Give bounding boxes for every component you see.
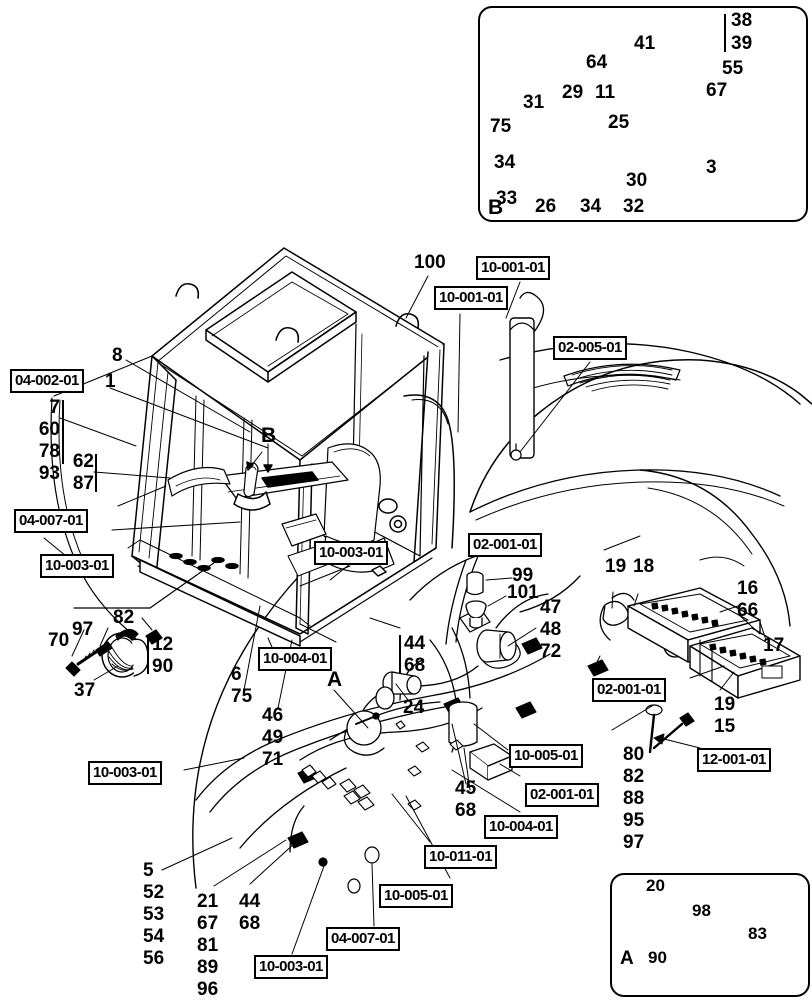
bracket-38-39: [724, 14, 726, 52]
cab-frame: [50, 247, 455, 647]
ref-10-001-01-b[interactable]: 10-001-01: [434, 286, 508, 310]
callout-32: 32: [623, 196, 645, 217]
ref-04-002-01[interactable]: 04-002-01: [10, 369, 84, 393]
inset-panel-b: [478, 6, 808, 222]
callout-55: 55: [722, 58, 744, 79]
bracket-62-87: [95, 454, 97, 492]
ref-02-001-01-c[interactable]: 02-001-01: [525, 783, 599, 807]
callout-30: 30: [626, 170, 648, 191]
callout-17: 17: [763, 635, 785, 656]
ref-12-001-01[interactable]: 12-001-01: [697, 748, 771, 772]
callout-82: 82: [113, 607, 135, 628]
callout-99: 99: [512, 565, 534, 586]
ref-10-004-01-b[interactable]: 10-004-01: [484, 815, 558, 839]
ref-04-007-01-a[interactable]: 04-007-01: [14, 509, 88, 533]
ref-10-003-01-a[interactable]: 10-003-01: [40, 554, 114, 578]
callout-37: 37: [74, 680, 96, 701]
callout-group-16-66: 16 66: [737, 578, 759, 621]
callout-34-bottom: 34: [580, 196, 602, 217]
inset-a-marker: A: [620, 948, 634, 969]
marker-a-mid: A: [327, 668, 343, 691]
bracket-12-90: [147, 636, 149, 674]
callout-group-6-75: 6 75: [231, 664, 253, 707]
callout-11: 11: [595, 82, 616, 103]
ref-10-005-01-a[interactable]: 10-005-01: [509, 744, 583, 768]
ref-10-005-01-b[interactable]: 10-005-01: [379, 884, 453, 908]
callout-26: 26: [535, 196, 557, 217]
bracket-7-93: [62, 400, 64, 464]
ref-10-004-01-a[interactable]: 10-004-01: [258, 647, 332, 671]
ref-10-001-01-a[interactable]: 10-001-01: [476, 256, 550, 280]
callout-3: 3: [706, 157, 717, 178]
ref-02-001-01-b[interactable]: 02-001-01: [592, 678, 666, 702]
ref-10-003-01-d[interactable]: 10-003-01: [254, 955, 328, 979]
callout-41: 41: [634, 33, 656, 54]
callout-29: 29: [562, 82, 584, 103]
callout-31: 31: [523, 92, 545, 113]
callout-64: 64: [586, 52, 608, 73]
inset-panel-a: [610, 873, 810, 997]
callout-group-45-68: 45 68: [455, 778, 477, 821]
callout-group-7-60-78-93: 7 60 78 93: [38, 397, 60, 484]
inset-b-marker: B: [488, 196, 504, 219]
callout-38: 38: [731, 10, 753, 31]
callout-8: 8: [112, 345, 123, 366]
callout-100: 100: [414, 252, 446, 273]
callout-19-top: 19: [605, 556, 627, 577]
marker-b-cab: B: [261, 424, 277, 447]
callout-90-inset: 90: [648, 948, 667, 967]
callout-39: 39: [731, 33, 753, 54]
horn-assembly: [65, 559, 219, 681]
bracket-44-68-mid: [399, 635, 401, 673]
callout-1: 1: [105, 371, 116, 392]
callout-67: 67: [706, 80, 728, 101]
callout-group-80-82-88-95-97: 80 82 88 95 97: [623, 744, 645, 853]
fuse-box-assembly: [627, 587, 801, 699]
callout-33: 33: [496, 188, 518, 209]
ref-10-003-01-b[interactable]: 10-003-01: [314, 541, 388, 565]
callout-group-21-67-81-89-96: 21 67 81 89 96: [197, 891, 219, 1000]
callout-group-5-52-53-54-56: 5 52 53 54 56: [143, 860, 165, 969]
callout-101: 101: [507, 582, 539, 603]
callout-70: 70: [48, 630, 70, 651]
ref-10-003-01-c[interactable]: 10-003-01: [88, 761, 162, 785]
callout-75: 75: [490, 116, 512, 137]
callout-group-46-49-71: 46 49 71: [262, 705, 284, 770]
callout-83: 83: [748, 924, 767, 943]
callout-18: 18: [633, 556, 655, 577]
callout-group-12-90: 12 90: [152, 634, 174, 677]
callout-97: 97: [72, 619, 94, 640]
callout-25: 25: [608, 112, 630, 133]
callout-group-62-87: 62 87: [72, 451, 94, 494]
ref-02-005-01[interactable]: 02-005-01: [553, 336, 627, 360]
callout-98: 98: [692, 901, 711, 920]
callout-34-left: 34: [494, 152, 516, 173]
ref-10-011-01[interactable]: 10-011-01: [424, 845, 498, 869]
callout-group-44-68-low: 44 68: [239, 891, 261, 934]
ref-04-007-01-b[interactable]: 04-007-01: [326, 927, 400, 951]
ref-02-001-01-a[interactable]: 02-001-01: [468, 533, 542, 557]
callout-group-47-48-72: 47 48 72: [540, 597, 562, 662]
callout-24: 24: [403, 697, 425, 718]
callout-20: 20: [646, 876, 665, 895]
callout-group-44-68-mid: 44 68: [404, 633, 426, 676]
callout-group-19-15: 19 15: [714, 694, 736, 737]
